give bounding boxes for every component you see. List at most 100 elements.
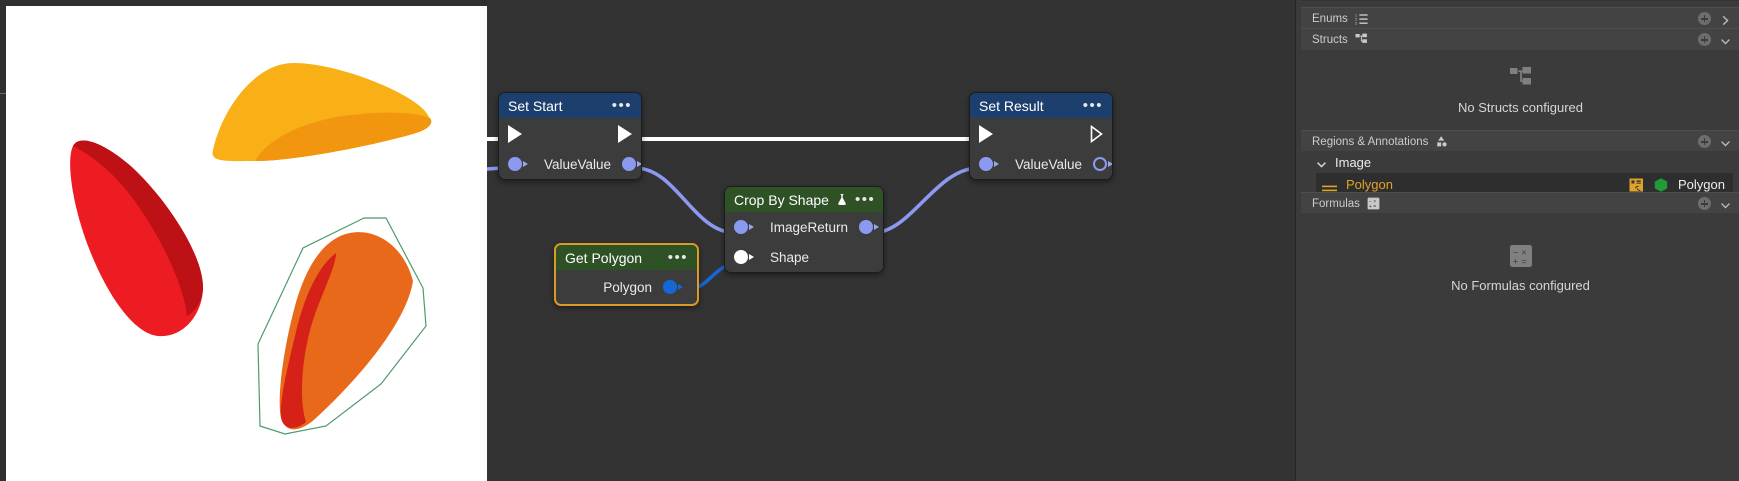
section-header-structs[interactable]: Structs [1301,28,1739,51]
chevron-down-icon[interactable] [1720,198,1731,209]
svg-text:+: + [1369,204,1372,210]
node-menu-icon[interactable]: ••• [854,190,876,208]
return-out-arrow-icon [874,224,883,230]
section-header-regions[interactable]: Regions & Annotations [1301,130,1739,153]
node-header[interactable]: Get Polygon ••• [556,245,697,270]
return-out-pin[interactable] [859,220,874,234]
exec-out-pin[interactable] [618,124,632,143]
node-set-start[interactable]: Set Start ••• Value Value [498,92,642,180]
image-viewer[interactable] [0,0,487,481]
panel-gutter [1296,0,1301,481]
wire-crop-to-setresult [871,166,980,235]
exec-in-pin[interactable] [508,124,522,143]
svg-text:×: × [1373,199,1376,205]
svg-text:+: + [1513,256,1518,266]
list-numbered-icon: 1 2 3 [1355,12,1368,26]
orange-petal-shade [280,253,336,428]
annotation-name: Polygon [1346,177,1393,192]
chevron-right-icon[interactable] [1720,13,1731,26]
add-region-button[interactable] [1698,135,1711,148]
shape-in-arrow-icon [749,254,759,260]
viewer-edge-tick [0,93,6,94]
value-out-pin[interactable] [622,157,637,171]
section-header-enums[interactable]: Enums 1 2 3 [1301,7,1739,30]
node-wires [487,137,980,292]
polygon-out-arrow-icon [678,284,688,290]
polygon-annotation-outline [257,217,427,435]
node-header[interactable]: Set Result ••• [970,93,1112,118]
inspector-panel[interactable]: Enums 1 2 3 Structs [1295,0,1739,481]
value-in-pin[interactable] [508,157,522,171]
value-out-label: Value [577,156,612,172]
exec-in-pin[interactable] [979,124,993,143]
polygon-row: Polygon [556,270,697,304]
node-title: Crop By Shape [734,191,829,208]
value-row: Value Value [499,149,641,179]
value-out-pin[interactable] [1093,157,1108,171]
red-petal-shade [73,140,204,316]
value-out-arrow-icon [637,161,641,167]
tree-group-label: Image [1335,154,1372,170]
formulas-empty-state: − × + = No Formulas configured [1302,213,1739,323]
value-in-pin[interactable] [979,157,993,171]
shape-in-pin[interactable] [734,250,748,264]
node-menu-icon[interactable]: ••• [611,96,632,114]
annotation-type: Polygon [1678,177,1725,192]
add-formula-button[interactable] [1698,197,1711,210]
node-header[interactable]: Set Start ••• [499,93,641,118]
value-out-label: Value [1048,156,1083,172]
svg-text:3: 3 [1355,22,1357,25]
struct-tree-icon [1509,66,1533,90]
image-shapes [70,63,432,435]
red-petal [70,140,204,337]
return-out-label: Return [807,219,849,235]
formulas-empty-text: No Formulas configured [1451,277,1590,293]
drag-handle-icon[interactable] [1322,180,1337,192]
formula-icon: − × + = [1509,244,1533,268]
svg-text:=: = [1521,256,1526,266]
value-in-label: Value [1015,156,1049,172]
value-row: Value Value [970,149,1112,179]
node-crop-by-shape[interactable]: Crop By Shape ••• Image Return [724,186,884,273]
node-title: Set Start [508,97,563,114]
image-canvas[interactable] [6,6,487,481]
annotation-row-polygon[interactable]: Polygon Polygon [1316,173,1733,196]
image-in-label: Image [770,219,808,235]
add-struct-button[interactable] [1698,33,1711,46]
orange-petal [279,232,413,430]
polygon-out-pin[interactable] [663,280,677,294]
exec-out-pin[interactable] [1090,124,1103,143]
chevron-down-icon[interactable] [1720,34,1731,45]
node-header[interactable]: Crop By Shape ••• [725,187,883,212]
shape-row: Shape [725,242,883,272]
struct-tree-icon [1355,33,1368,46]
node-menu-icon[interactable]: ••• [1082,96,1103,114]
svg-text:×: × [1521,247,1526,257]
section-label: Formulas [1312,197,1360,210]
svg-text:2: 2 [1355,18,1357,22]
tree-group-image[interactable]: Image [1302,151,1739,173]
node-body: Polygon [556,270,697,304]
node-menu-icon[interactable]: ••• [667,248,688,266]
image-in-pin[interactable] [734,220,748,234]
node-title: Get Polygon [565,249,643,266]
linked-region-icon[interactable] [1629,178,1644,192]
exec-row [499,118,641,149]
svg-text:−: − [1513,247,1518,257]
section-header-formulas[interactable]: Formulas − × + = [1301,192,1739,215]
exec-row [970,118,1112,149]
value-in-arrow-icon [523,161,533,167]
shapes-icon [1435,135,1448,148]
section-label: Structs [1312,33,1348,46]
chevron-down-icon[interactable] [1720,136,1731,147]
node-get-polygon[interactable]: Get Polygon ••• Polygon [554,243,699,306]
shape-in-label: Shape [770,249,810,265]
chevron-down-icon[interactable] [1316,157,1327,168]
yellow-petal-shade [255,112,432,161]
node-set-result[interactable]: Set Result ••• Value [969,92,1113,180]
add-enum-button[interactable] [1698,12,1711,25]
node-graph-canvas[interactable]: Set Start ••• Value Value [487,0,1295,481]
structs-empty-state: No Structs configured [1302,50,1739,131]
regions-tree: Image Polygon [1302,151,1739,196]
node-title: Set Result [979,97,1044,114]
